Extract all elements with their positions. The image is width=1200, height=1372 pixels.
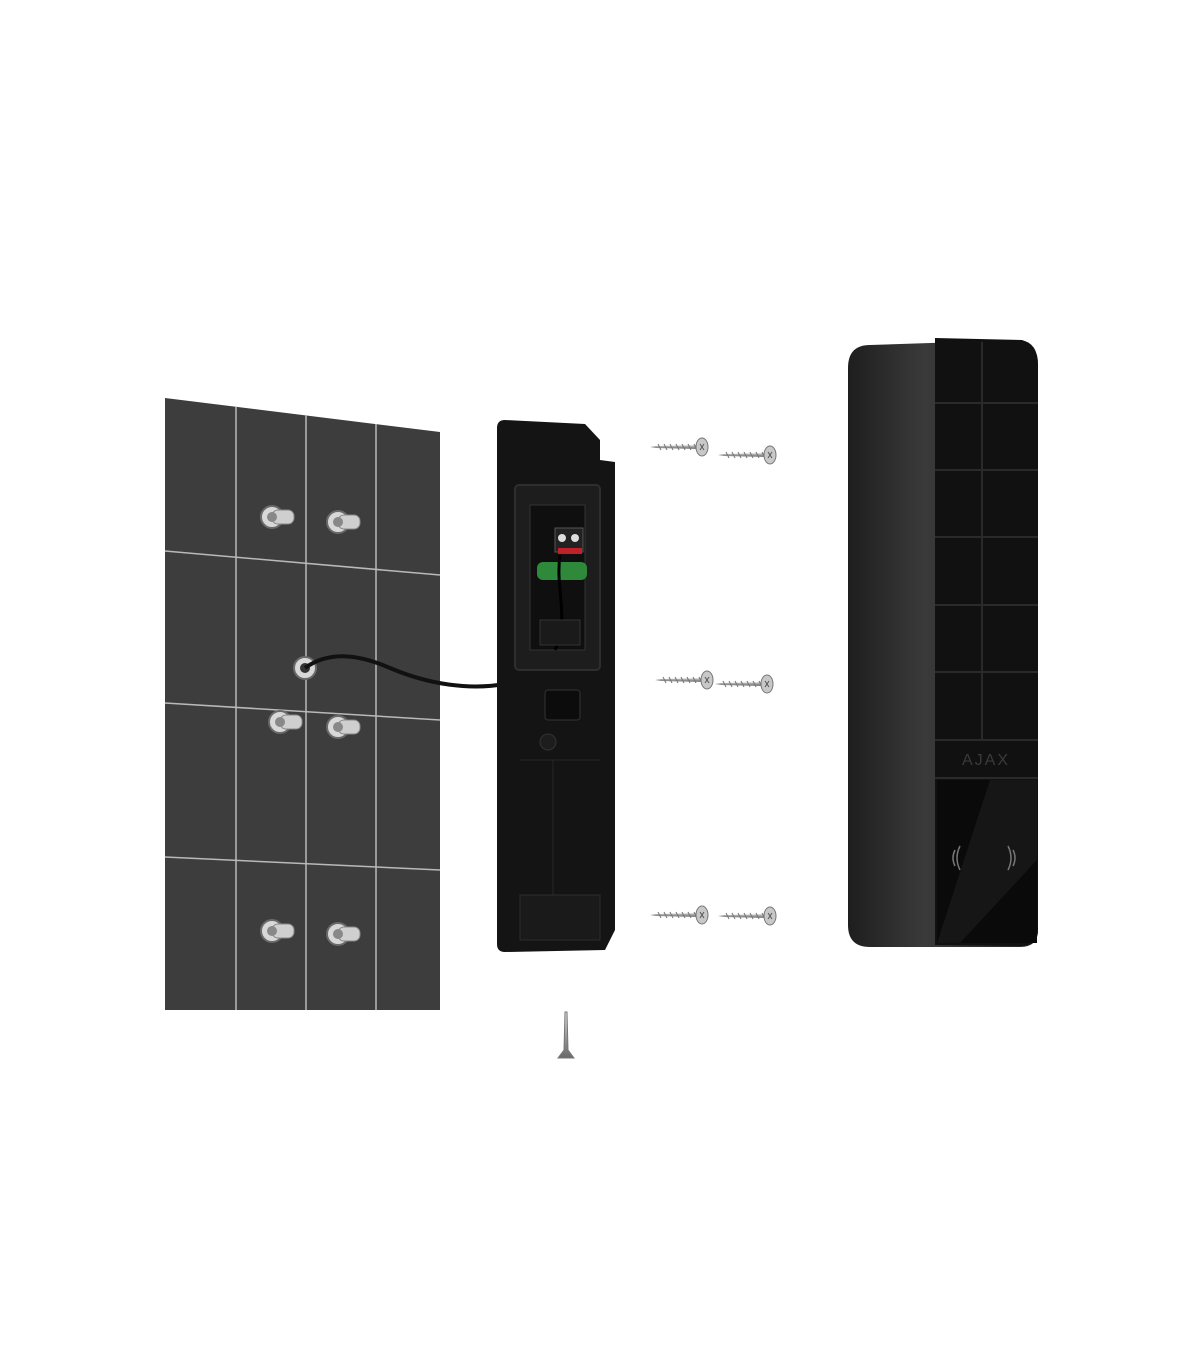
terminal-green (537, 562, 587, 580)
tile-grout-lines (164, 407, 441, 1010)
tiled-wall (164, 398, 441, 1010)
screw-icon (649, 905, 709, 925)
fixing-screw-icon (557, 1011, 575, 1059)
screw-icon (717, 906, 777, 926)
brand-logo: AJAX (962, 752, 1010, 769)
screw-icon (649, 437, 709, 457)
screw-icon (717, 445, 777, 465)
power-cable (303, 654, 506, 689)
keypad-grid (935, 342, 1038, 779)
mounting-plate (497, 420, 615, 952)
screw-icon (714, 674, 774, 694)
keypad-device: AJAX (848, 338, 1038, 947)
nfc-icon (952, 845, 1016, 871)
screw-icon (654, 670, 714, 690)
terminal-red (558, 548, 582, 554)
